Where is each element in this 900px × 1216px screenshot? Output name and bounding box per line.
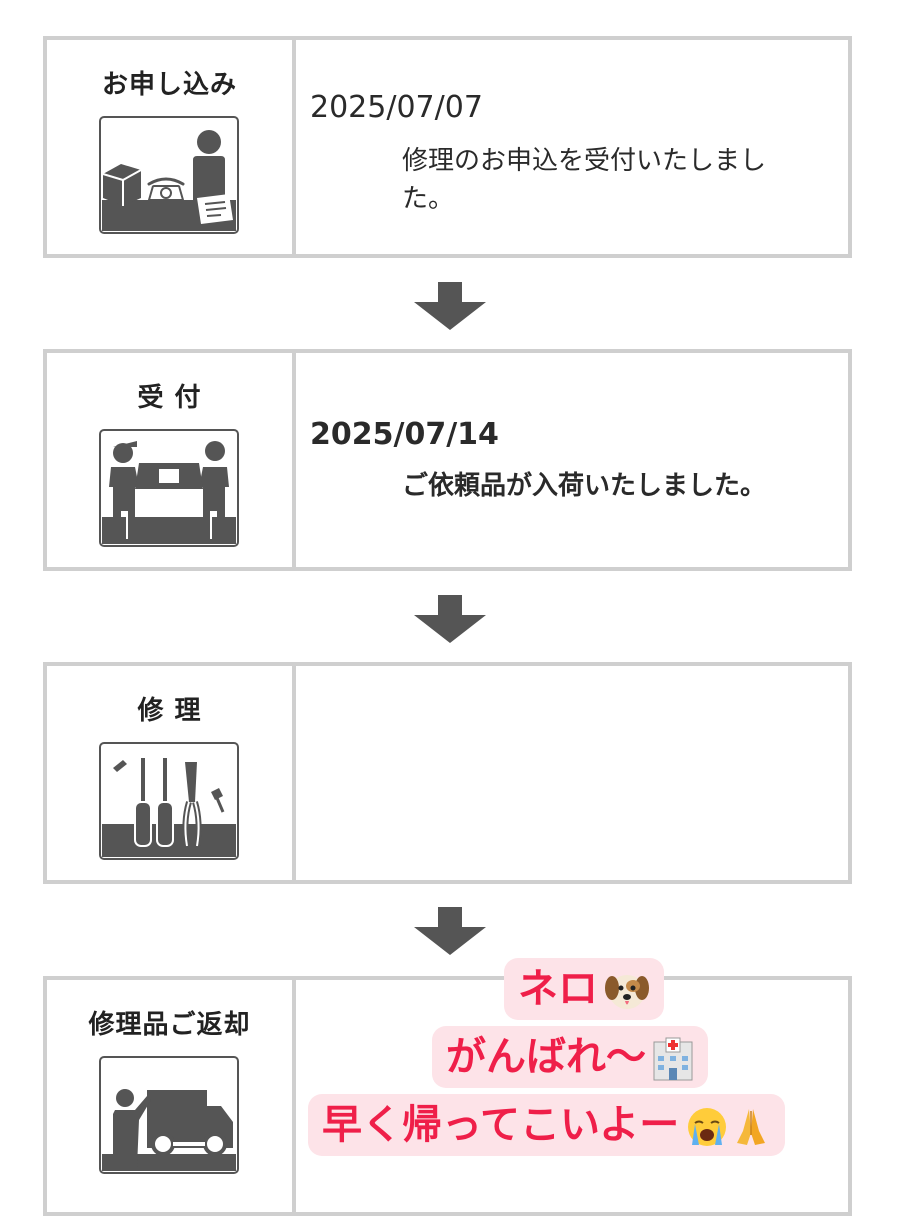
dog-face-icon [605, 975, 649, 1009]
arrow-down-icon [414, 907, 486, 955]
step-title: 修 理 [137, 696, 202, 726]
loudly-crying-face-icon [688, 1108, 727, 1146]
step-title: 受 付 [137, 383, 202, 413]
status-step-application: お申し込み 2025/07/07 修理のお申込を受付いたしまし た。 [43, 36, 852, 258]
step-detail-cell: 2025/07/07 修理のお申込を受付いたしまし た。 [296, 40, 848, 254]
sticker-line-3: 早く帰ってこいよー [308, 1094, 786, 1156]
step-detail-cell [296, 666, 848, 880]
sticker-text-3: 早く帰ってこいよー [322, 1102, 680, 1148]
handover-icon [99, 429, 239, 547]
step-message-line2: た。 [402, 184, 455, 214]
delivery-truck-icon [99, 1056, 239, 1174]
step-title: 修理品ご返却 [88, 1010, 251, 1040]
sticker-line-2: がんばれ〜 [432, 1026, 708, 1088]
sticker-line-1: ネロ [504, 958, 664, 1020]
step-message-line1: ご依頼品が入荷いたしました。 [402, 471, 767, 501]
hospital-icon [653, 1037, 693, 1081]
folded-hands-icon [737, 1109, 766, 1145]
sticker-text-1: ネロ [518, 966, 598, 1012]
arrow-down-icon [414, 595, 486, 643]
sticker-text-2: がんばれ〜 [446, 1034, 646, 1080]
step-date: 2025/07/14 [310, 417, 499, 452]
application-desk-icon [99, 116, 239, 234]
step-detail-cell: 2025/07/14 ご依頼品が入荷いたしました。 [296, 353, 848, 567]
arrow-down-icon [414, 282, 486, 330]
step-label-cell: 修 理 [47, 666, 296, 880]
repair-tools-icon [99, 742, 239, 860]
step-label-cell: お申し込み [47, 40, 296, 254]
step-message-line1: 修理のお申込を受付いたしまし [402, 146, 767, 176]
step-title: お申し込み [101, 70, 237, 100]
step-label-cell: 受 付 [47, 353, 296, 567]
step-label-cell: 修理品ご返却 [47, 980, 296, 1212]
step-date: 2025/07/07 [310, 90, 483, 125]
status-step-received: 受 付 2025/07/14 ご依頼品が入荷いたしました。 [43, 349, 852, 571]
status-step-repair: 修 理 [43, 662, 852, 884]
